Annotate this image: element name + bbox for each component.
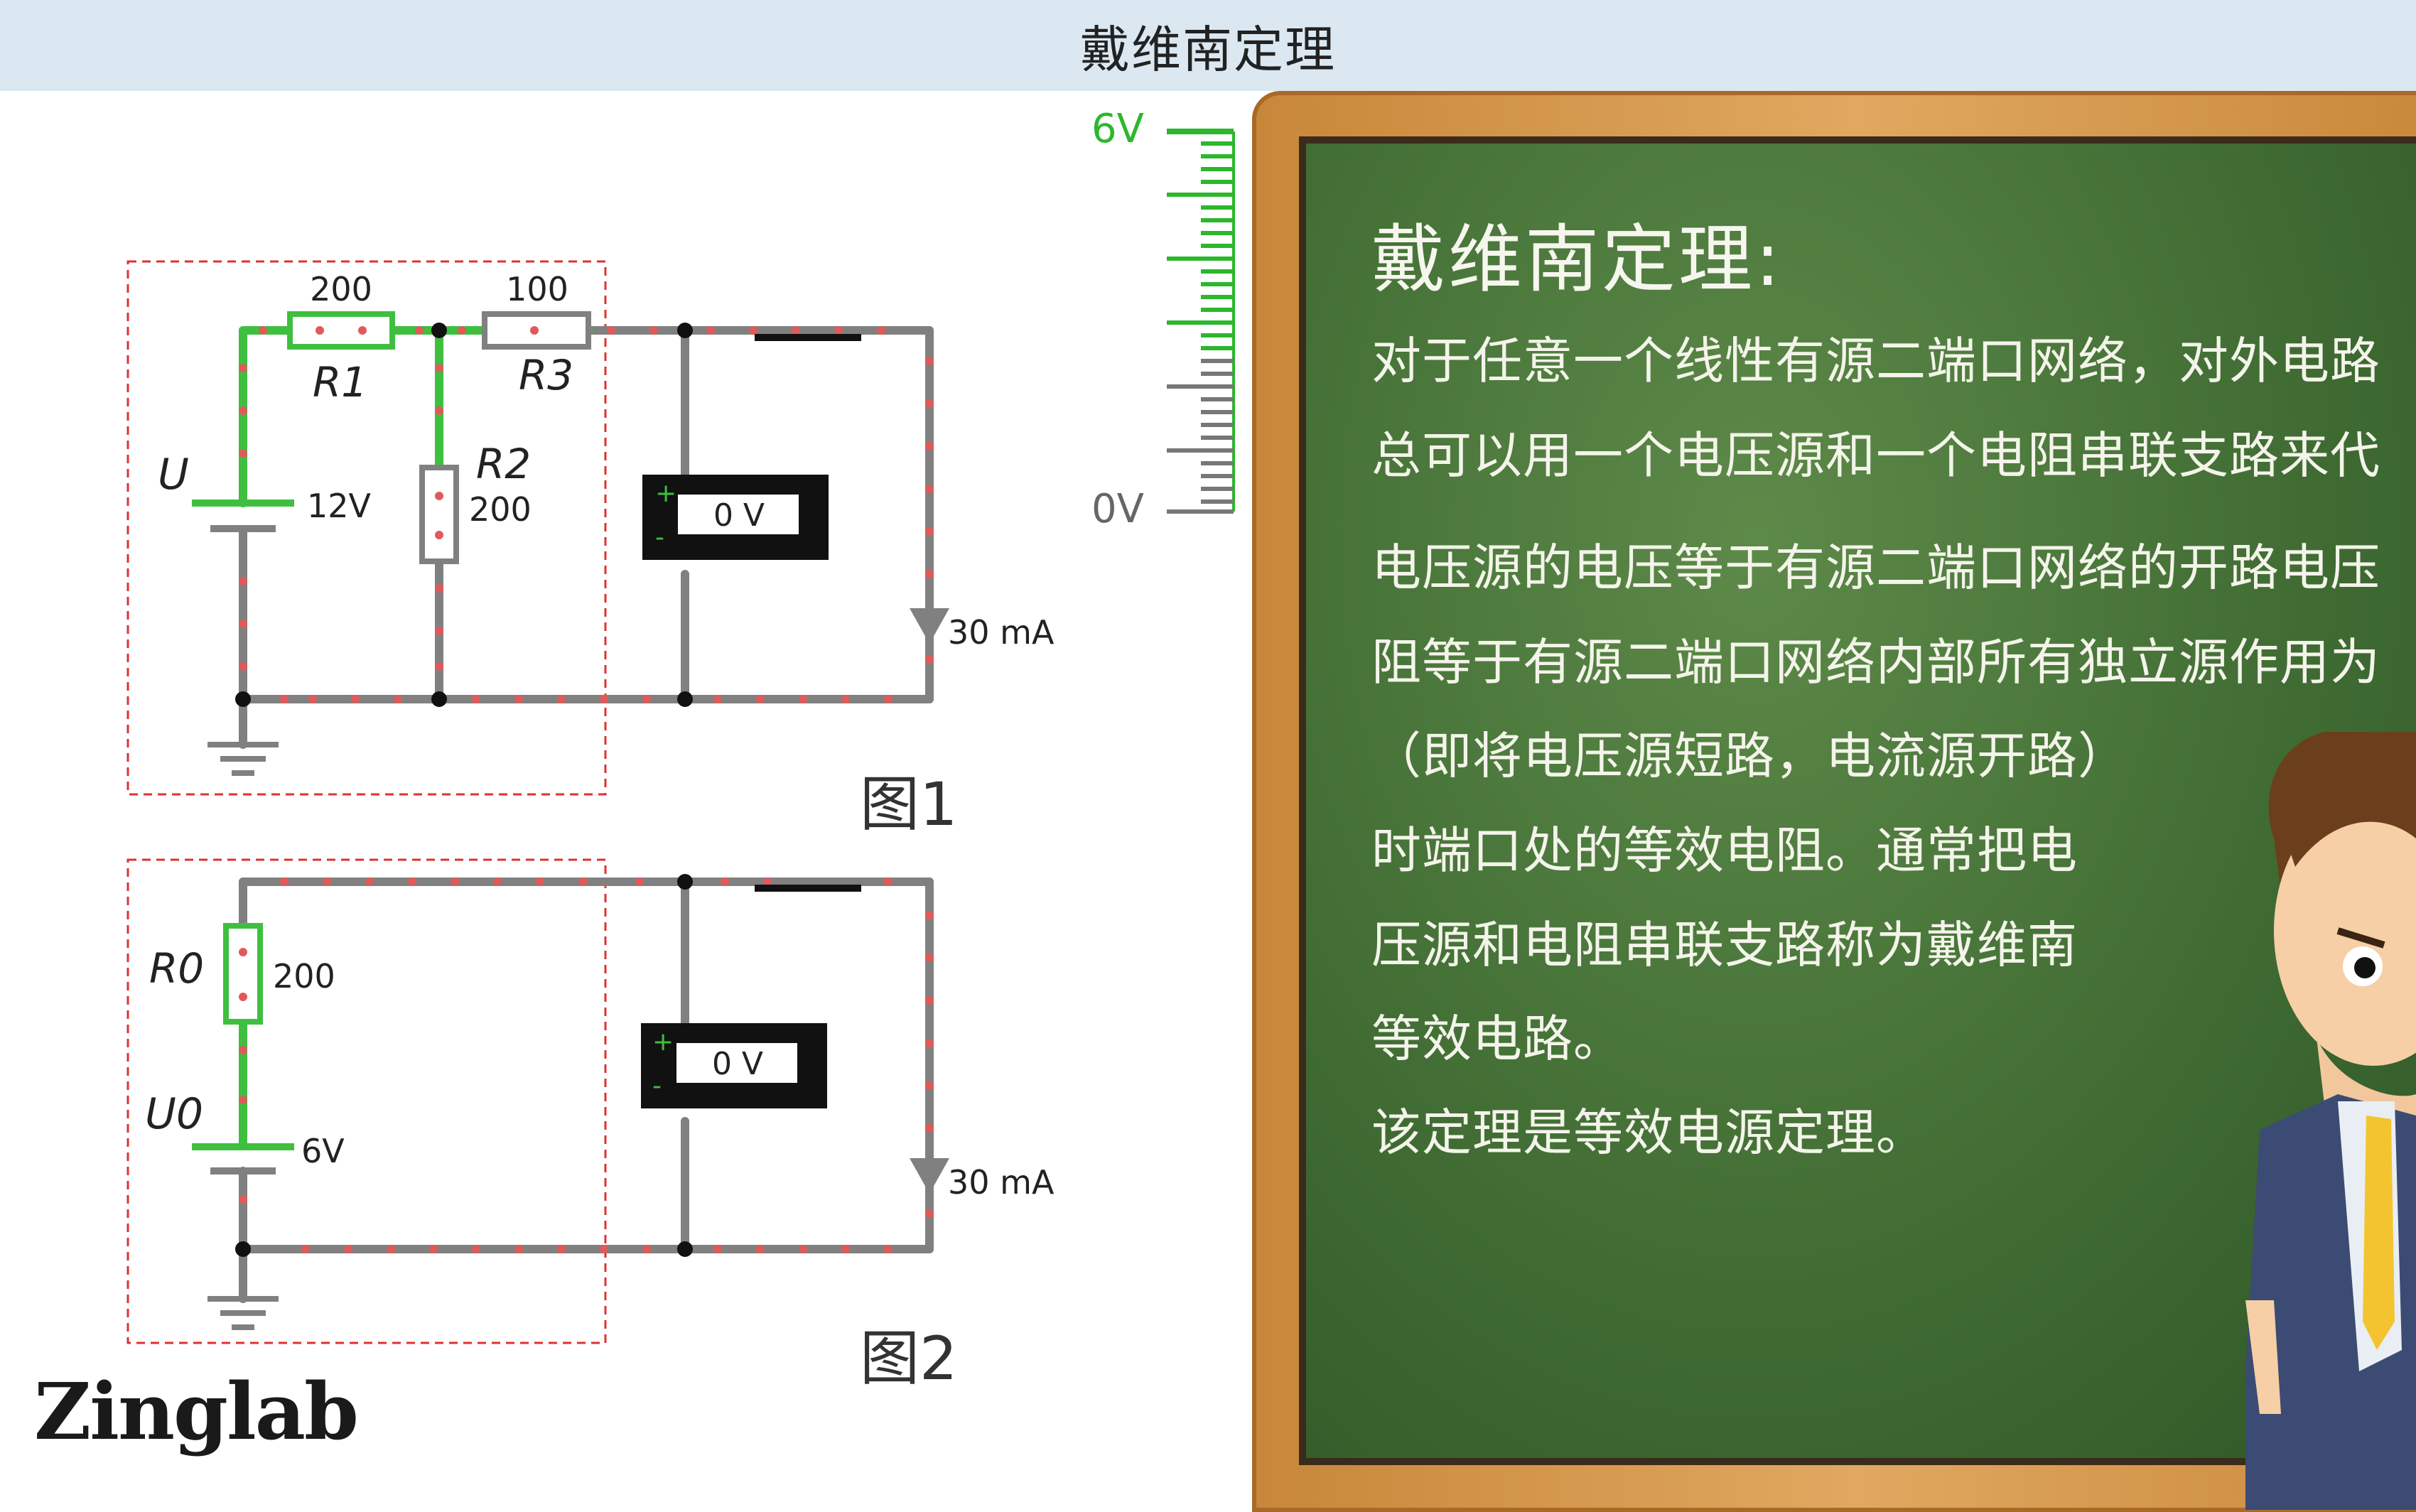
figure1-ammeter-arrow-icon [910,608,949,644]
u0-label: U0 [145,1089,203,1139]
blackboard-line-4: 阻等于有源二端口网络内部所有独立源作用为 [1371,633,2380,691]
r2-value: 200 [469,490,532,529]
figure2-caption: 图2 [860,1324,958,1393]
title-bar: 戴维南定理 [0,0,2416,91]
svg-text:+: + [655,479,676,508]
meter-ticks [1167,141,1234,514]
figure1-ground-icon [207,742,279,776]
u-label: U [158,450,189,500]
r2-resistor[interactable] [419,465,459,564]
u-voltage-source[interactable] [192,500,294,532]
blackboard-line-2: 总可以用一个电压源和一个电阻串联支路来代 [1371,426,2380,485]
r1-resistor[interactable] [287,311,395,350]
r3-label: R3 [519,351,573,399]
meter-top-label: 6V [1091,107,1144,152]
voltage-meter-scale: 6V 0V [1091,107,1235,532]
figure2-ground-icon [207,1296,279,1330]
figure2-voltmeter[interactable]: + - 0 V [641,1023,827,1108]
u-value: 12V [307,487,372,525]
figure1-subcircuit-box [126,260,607,796]
u0-voltage-source[interactable] [192,1143,294,1174]
circuit-diagrams: + - 0 V 30 mA 200 100 R1 R3 R2 200 U 12V [126,260,1055,1344]
figure2-subcircuit-box [126,858,607,1344]
blackboard-line-9: 该定理是等效电源定理。 [1371,1103,1926,1162]
figure1-voltmeter[interactable]: + - 0 V [642,475,829,560]
figure2-ammeter-arrow-icon [910,1158,949,1194]
u0-value: 6V [301,1132,345,1170]
r0-value: 200 [273,957,335,995]
r2-label: R2 [476,440,531,488]
svg-text:-: - [652,1071,662,1101]
figure1-voltmeter-reading: 0 V [713,497,765,534]
figure2-voltmeter-reading: 0 V [712,1046,763,1082]
r1-value: 200 [310,270,372,308]
r0-label: R0 [149,944,204,993]
blackboard [1299,136,2416,1465]
blackboard-line-7: 压源和电阻串联支路称为戴维南 [1371,916,2078,974]
r3-value: 100 [506,270,568,308]
meter-bottom-label: 0V [1091,486,1144,532]
zinglab-logo: Zinglab [34,1366,359,1457]
svg-text:-: - [655,523,664,552]
figure2-ammeter-reading: 30 mA [948,1163,1055,1202]
r0-resistor[interactable] [223,923,263,1025]
blackboard-heading: 戴维南定理: [1371,216,1784,303]
figure2: + - 0 V 30 mA R0 200 U0 6V [126,858,1055,1344]
figure1-caption: 图1 [860,770,958,839]
window-title: 戴维南定理 [1080,21,1336,79]
blackboard-line-6: 时端口处的等效电阻。通常把电 [1371,821,2078,880]
blackboard-line-1: 对于任意一个线性有源二端口网络，对外电路 [1371,332,2380,390]
figure1: + - 0 V 30 mA 200 100 R1 R3 R2 200 U 12V [126,260,1055,796]
blackboard-line-5: （即将电压源短路，电流源开路） [1371,727,2128,785]
blackboard-line-8: 等效电路。 [1371,1010,1624,1068]
r1-label: R1 [313,358,367,406]
r3-resistor[interactable] [482,311,591,350]
teacher-character-illustration [2245,732,2416,1510]
blackboard-line-3: 电压源的电压等于有源二端口网络的开路电压 [1371,539,2380,597]
svg-text:+: + [652,1027,674,1057]
figure1-ammeter-reading: 30 mA [948,613,1055,652]
